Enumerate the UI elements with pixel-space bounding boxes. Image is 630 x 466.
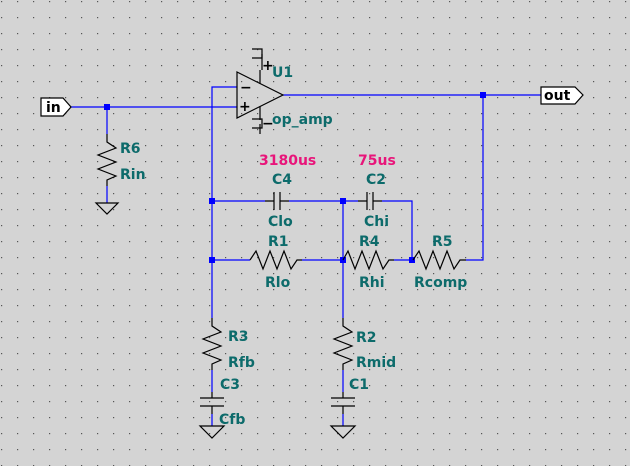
wire-inverting-node [211,86,237,318]
r3-ref: R3 [228,329,249,345]
r2-ref: R2 [356,330,377,346]
c3-ref: C3 [220,377,240,393]
port-out-flag [540,86,584,105]
c2-ref: C2 [366,172,386,188]
port-in[interactable]: in [40,97,72,117]
wire-c2-right [382,200,413,260]
ground-c1 [329,425,357,439]
resistor-zigzag [342,249,394,271]
junction-dot [209,257,215,263]
capacitor-plates [265,192,289,210]
resistor-zigzag [412,249,466,271]
port-out-label: out [544,88,571,104]
capacitor-c2[interactable]: 75us C2 Chi [358,153,396,230]
c4-value: Clo [268,214,293,230]
port-in-flag [40,97,72,117]
capacitor-plates [331,392,355,414]
ground-icon [94,202,120,215]
svg-text:−: − [262,116,274,132]
r2-value: Rmid [356,355,396,371]
c2-time-constant: 75us [358,153,396,169]
resistor-r2[interactable]: R2 Rmid [332,318,396,371]
r4-value: Rhi [359,275,385,291]
r5-value: Rcomp [414,275,467,291]
junction-dot [209,198,215,204]
junction-dot [104,104,110,110]
r1-ref: R1 [268,234,289,250]
capacitor-c1[interactable]: C1 [331,377,369,414]
opamp-model: op_amp [272,112,333,128]
resistor-zigzag [249,249,302,271]
c3-value: Cfb [219,412,245,428]
resistor-r6[interactable]: R6 Rin [96,134,146,186]
capacitor-plates [358,192,382,210]
resistor-zigzag [96,134,118,186]
vminus-symbol: − [252,116,274,134]
r5-ref: R5 [432,234,453,250]
r4-ref: R4 [359,234,380,250]
port-in-label: in [46,100,61,116]
c1-ref: C1 [349,377,369,393]
ground-icon [329,425,357,439]
wires [70,86,541,426]
wire-output-return [466,95,484,261]
resistor-zigzag [201,318,223,370]
ground-c3 [198,425,226,439]
resistor-r4[interactable]: R4 Rhi [342,234,394,291]
r3-value: Rfb [228,355,255,371]
opamp-plus-sign: + [239,99,251,115]
r6-ref: R6 [120,141,141,157]
c2-value: Chi [364,214,389,230]
capacitor-plates [200,392,224,414]
opamp-ref: U1 [272,65,293,81]
resistor-zigzag [332,318,354,370]
resistor-r3[interactable]: R3 Rfb [201,318,255,371]
vplus-symbol: + [252,48,274,74]
r1-value: Rlo [265,275,291,291]
opamp-minus-sign: − [240,80,252,96]
c4-time-constant: 3180us [259,153,316,169]
junction-dot [480,92,486,98]
resistor-r1[interactable]: R1 Rlo [249,234,302,291]
port-out[interactable]: out [540,86,584,105]
junction-dot [340,198,346,204]
ground-icon [198,425,226,439]
r6-value: Rin [120,167,146,183]
junction-dot [409,257,415,263]
opamp-u1[interactable]: − + + − U1 op_amp [236,48,333,134]
svg-text:+: + [262,58,274,74]
resistor-r5[interactable]: R5 Rcomp [412,234,467,291]
capacitor-c4[interactable]: 3180us C4 Clo [259,153,316,230]
capacitor-c3[interactable]: C3 Cfb [200,377,245,428]
ground-r6 [94,202,120,215]
c4-ref: C4 [272,172,292,188]
